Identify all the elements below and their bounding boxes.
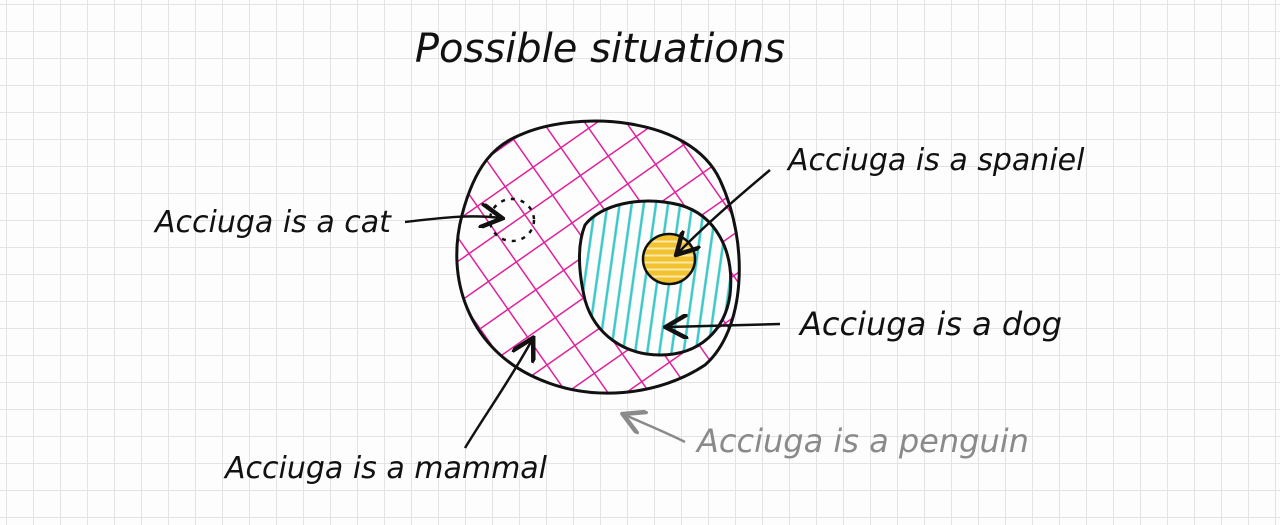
mammal-arrow	[463, 340, 532, 449]
penguin-arrow	[625, 415, 686, 444]
dog-label: Acciuga is a dog	[798, 305, 1062, 343]
spaniel-region	[641, 232, 697, 286]
cat-region	[488, 197, 536, 243]
cat-arrow	[404, 216, 500, 222]
dog-arrow	[668, 324, 781, 327]
diagram-title: Possible situations	[415, 26, 785, 72]
cat-label: Acciuga is a cat	[153, 205, 392, 240]
mammal-label: Acciuga is a mammal	[223, 451, 548, 486]
spaniel-arrow	[678, 169, 771, 253]
penguin-label: Acciuga is a penguin	[695, 422, 1029, 460]
spaniel-label: Acciuga is a spaniel	[786, 143, 1085, 178]
